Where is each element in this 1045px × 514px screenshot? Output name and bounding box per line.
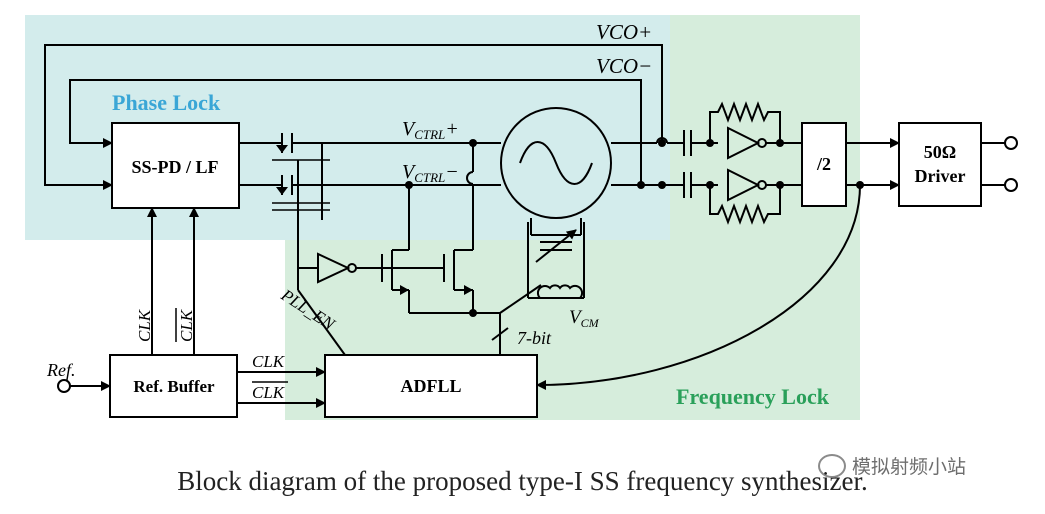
ref-buffer-label: Ref. Buffer [133, 377, 215, 396]
clk-horizontal-label: CLK [252, 352, 286, 371]
common-mode-circuit [298, 143, 542, 317]
watermark-text: 模拟射频小站 [852, 456, 967, 478]
ss-pd-lf-label: SS-PD / LF [131, 157, 218, 177]
switch-transistors [272, 133, 330, 290]
clkbar-horizontal-label: CLK [252, 383, 286, 402]
junction-dot [658, 139, 666, 147]
watermark: 模拟射频小站 [818, 452, 966, 479]
driver-label-line1: 50Ω [924, 142, 956, 162]
driver-label-line2: Driver [915, 166, 966, 186]
figure-caption: Block diagram of the proposed type-I SS … [177, 466, 868, 496]
junction-dot [658, 181, 666, 189]
ss-pd-lf-block [111, 122, 240, 209]
frequency-lock-title: Frequency Lock [676, 384, 830, 409]
vco-plus-label: VCO+ [596, 20, 652, 44]
output-terminal-bottom [1004, 178, 1018, 192]
seven-bit-label: 7-bit [517, 328, 552, 348]
driver-block [898, 122, 982, 207]
adfll-label: ADFLL [400, 376, 461, 396]
junction-dot [637, 181, 645, 189]
bus-slash [491, 327, 509, 341]
vctrl-minus-label: VCTRL− [402, 161, 459, 185]
vco-out-plus-hop [656, 137, 668, 144]
vco-oscillator [500, 107, 612, 219]
vco-plus-feedback-wire [44, 44, 663, 186]
vcm-label: VCM [569, 307, 600, 330]
divider-label: /2 [816, 154, 831, 174]
clk-vertical-label: CLK [135, 308, 154, 342]
pll-en-wire [297, 289, 346, 356]
ref-buffer-block [109, 354, 238, 418]
phase-lock-title: Phase Lock [112, 90, 221, 115]
self-biased-inverters [706, 101, 802, 225]
adfll-block [324, 354, 538, 418]
frequency-lock-region [285, 15, 860, 420]
ref-label: Ref. [46, 360, 76, 380]
vco-tank-varactor [527, 218, 585, 299]
vco-minus-feedback-wire [69, 79, 642, 185]
divider-block [801, 122, 847, 207]
div-to-adfll-feedback [536, 184, 861, 390]
wechat-icon [818, 453, 846, 478]
output-terminal-top [1004, 136, 1018, 150]
vco-minus-label: VCO− [596, 54, 652, 78]
sine-wave-icon [519, 141, 593, 185]
vctrl-plus-label: VCTRL+ [402, 118, 459, 142]
clkbar-vertical-label: CLK [177, 308, 196, 342]
ref-input-terminal [57, 379, 71, 393]
